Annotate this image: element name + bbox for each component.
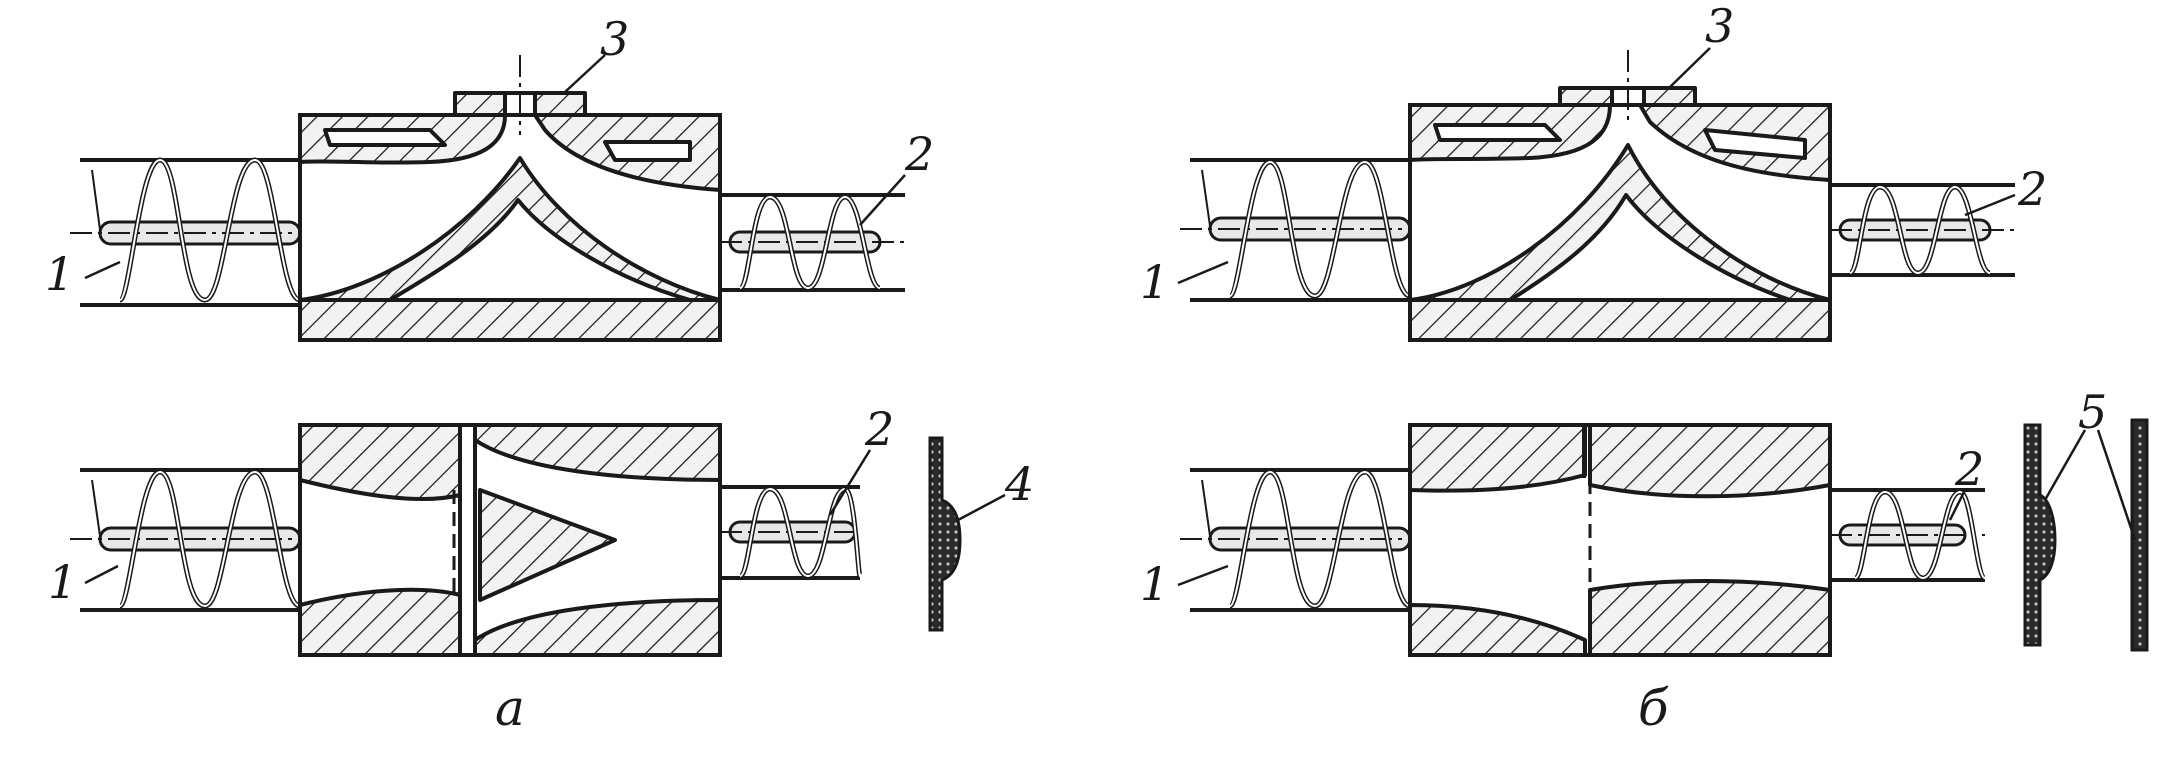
leader-1-b-top <box>1177 260 1229 285</box>
die-4 <box>928 436 962 632</box>
leader-3-b <box>1669 47 1711 88</box>
wall-a-bottom-ll <box>298 587 462 657</box>
wall-b-bottom-ur <box>1588 423 1832 499</box>
label-1-a-bottom: 1 <box>48 555 77 609</box>
leader-4 <box>957 493 1006 522</box>
die-5a <box>2023 423 2057 647</box>
leader-5b <box>2096 429 2137 541</box>
label-2-a-top: 2 <box>904 127 934 181</box>
wall-b-bottom-ll <box>1408 603 1587 657</box>
label-2-b-top: 2 <box>2017 162 2047 216</box>
leader-2-b-bottom <box>1948 489 1967 521</box>
variant-a-bottom: 2 4 1 <box>48 402 1034 657</box>
feed-screw-a-bottom <box>70 468 320 612</box>
feed-screw-b-top <box>1180 158 1430 302</box>
feed-screw-b-bottom <box>1180 468 1430 612</box>
variant-b-bottom: 5 2 1 <box>1140 385 2149 657</box>
label-2-b-bottom: 2 <box>1954 442 1984 496</box>
wall-a-bottom-ur <box>473 423 722 482</box>
leader-5a <box>2043 429 2087 501</box>
variant-a-top: 3 2 1 <box>45 12 934 342</box>
leader-3-a <box>564 54 606 93</box>
caption-b: б <box>1638 679 1669 737</box>
leader-1-a-top <box>84 260 121 280</box>
wall-b-bottom-lr <box>1588 579 1832 657</box>
label-1-b-top: 1 <box>1140 255 1169 309</box>
label-3-a: 3 <box>600 12 629 66</box>
wall-b-bottom-ul <box>1408 423 1587 493</box>
outlet-screw-a-top <box>720 193 905 292</box>
label-2-a-bottom: 2 <box>864 402 894 456</box>
label-1-a-top: 1 <box>45 247 74 301</box>
leader-2-a-bottom <box>828 449 872 516</box>
caption-a: а <box>495 679 525 737</box>
spreader-a <box>478 488 617 602</box>
label-5: 5 <box>2078 385 2107 439</box>
leader-2-b-top <box>1964 193 2016 217</box>
leader-2-a-top <box>859 174 906 226</box>
feed-screw-a-top <box>70 157 320 307</box>
label-4: 4 <box>1004 457 1034 511</box>
variant-b-top: 3 2 1 <box>1140 0 2047 342</box>
leader-1-a-bottom <box>84 564 119 585</box>
leader-1-b-bottom <box>1177 564 1229 587</box>
label-3-b: 3 <box>1705 0 1734 53</box>
base-b-top <box>1408 298 1832 342</box>
label-1-b-bottom: 1 <box>1140 557 1169 611</box>
wall-a-bottom-lr <box>473 598 722 657</box>
base-a-top <box>298 298 722 342</box>
outlet-screw-b-top <box>1830 183 2015 277</box>
outlet-screw-b-bottom <box>1830 488 1988 582</box>
outlet-screw-a-bottom <box>720 485 863 580</box>
